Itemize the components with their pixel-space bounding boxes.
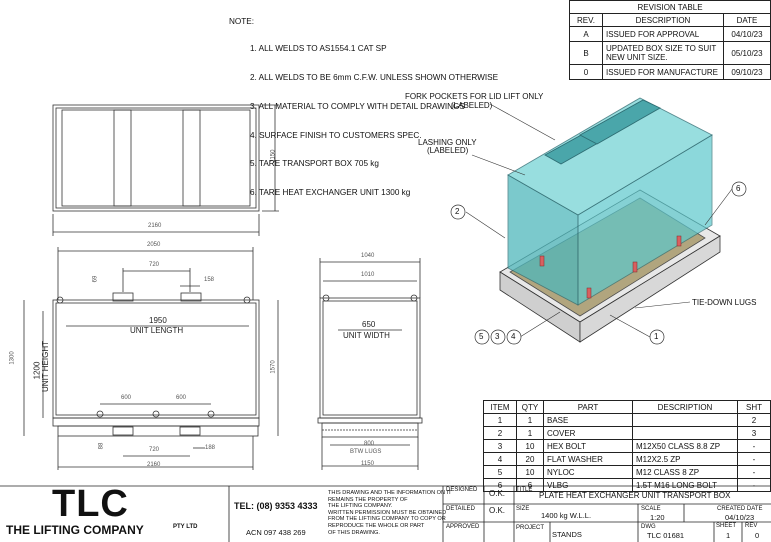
note-item: 6. TARE HEAT EXCHANGER UNIT 1300 kg	[250, 188, 411, 198]
top-view-width-dim: 2160	[148, 223, 162, 229]
approved-label: APPROVED	[446, 524, 480, 530]
front-bolt-spacing-right-dim: 600	[176, 395, 187, 401]
sheet-label: SHEET	[716, 523, 737, 529]
company-logo: TLC	[52, 483, 129, 525]
front-pocket-width-dim: 188	[205, 445, 216, 451]
side-unit-width-dim: 650	[362, 320, 376, 329]
front-unit-length-label: UNIT LENGTH	[130, 326, 184, 335]
balloon-3: 3	[495, 332, 500, 341]
revision-row: 0 ISSUED FOR MANUFACTURE 09/10/23	[569, 64, 771, 80]
front-overall-width-dim: 2050	[147, 242, 161, 248]
created-date-label: CREATED DATE	[717, 506, 763, 512]
note-item: 2. ALL WELDS TO BE 6mm C.F.W. UNLESS SHO…	[250, 72, 499, 82]
company-suffix: PTY LTD	[173, 524, 198, 530]
side-inner-width-dim: 1010	[361, 272, 375, 278]
front-lug-spacing-top-dim: 720	[149, 262, 160, 268]
note-item: 5. TARE TRANSPORT BOX 705 kg	[250, 159, 379, 169]
sheet-value: 1	[726, 531, 731, 540]
side-overall-width-dim: 1040	[361, 253, 375, 259]
balloon-1: 1	[654, 332, 659, 341]
bom-header-sht: SHT	[737, 400, 771, 414]
front-base-length-dim: 2160	[147, 462, 161, 468]
callout-fork-pockets: FORK POCKETS FOR LID LIFT ONLY	[405, 92, 544, 101]
company-name: THE LIFTING COMPANY	[6, 523, 144, 537]
note-item: 1. ALL WELDS TO AS1554.1 CAT SP	[250, 44, 387, 54]
company-phone: TEL: (08) 9353 4333	[234, 501, 318, 511]
front-bolt-spacing-left-dim: 600	[121, 395, 132, 401]
callout-lashing-sub: (LABELED)	[427, 146, 469, 155]
project-value: STANDS	[552, 530, 582, 539]
callout-lashing: LASHING ONLY	[418, 138, 477, 147]
balloon-6: 6	[736, 184, 741, 193]
balloon-4: 4	[511, 332, 516, 341]
drawing-title: PLATE HEAT EXCHANGER UNIT TRANSPORT BOX	[539, 491, 731, 500]
copyright-notice: THIS DRAWING AND THE INFORMATION ON IT R…	[328, 490, 452, 536]
callout-fork-pockets-sub: (LABELED)	[451, 101, 493, 110]
side-lug-spacing-dim: 800	[364, 441, 375, 447]
title-label: TITLE	[516, 487, 533, 493]
project-label: PROJECT	[516, 525, 545, 531]
scale-label: SCALE	[641, 506, 661, 512]
scale-value: 1:20	[650, 513, 665, 522]
note-item: 3. ALL MATERIAL TO COMPLY WITH DETAIL DR…	[250, 101, 465, 111]
side-base-width-dim: 1150	[361, 461, 374, 467]
size-label: SIZE	[516, 506, 530, 512]
revision-table: REVISION TABLE REV. DESCRIPTION DATE A I…	[569, 0, 771, 80]
side-lug-spacing-label: BTW LUGS	[350, 449, 382, 455]
detailed-label: DETAILED	[446, 506, 475, 512]
callout-tie-down-lugs: TIE-DOWN LUGS	[692, 298, 757, 307]
side-unit-width-label: UNIT WIDTH	[343, 331, 390, 340]
notes-heading: NOTE:	[229, 17, 255, 26]
detailed-value: O.K.	[489, 506, 506, 515]
front-unit-length-dim: 1950	[149, 316, 167, 325]
size-value: 1400 kg W.L.L.	[541, 511, 592, 520]
dwg-value: TLC 01681	[647, 531, 685, 540]
created-date-value: 04/10/23	[725, 513, 755, 522]
balloon-5: 5	[479, 332, 484, 341]
rev-value: 0	[755, 531, 760, 540]
designed-value: O.K.	[489, 489, 506, 498]
dwg-label: DWG	[641, 524, 656, 530]
balloon-2: 2	[455, 207, 460, 216]
company-acn: ACN 097 438 269	[246, 528, 306, 537]
note-item: 4. SURFACE FINISH TO CUSTOMERS SPEC.	[250, 130, 422, 140]
front-lug-width-dim: 158	[204, 277, 215, 283]
designed-label: DESIGNED	[446, 487, 478, 493]
revision-row: B UPDATED BOX SIZE TO SUIT NEW UNIT SIZE…	[569, 41, 771, 65]
front-pocket-spacing-dim: 720	[149, 447, 160, 453]
rev-label: REV	[745, 523, 758, 529]
notes-list: 1. ALL WELDS TO AS1554.1 CAT SP 2. ALL W…	[250, 25, 498, 207]
